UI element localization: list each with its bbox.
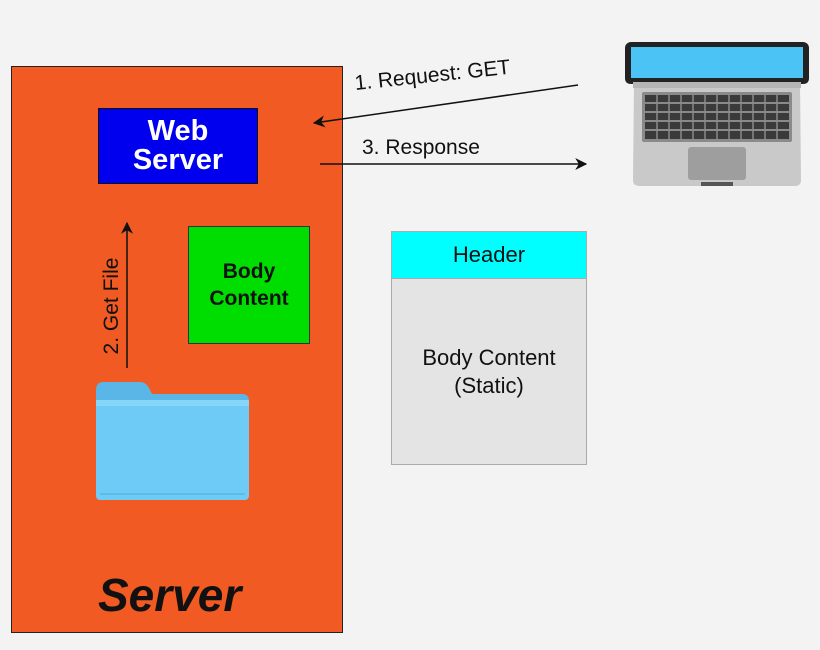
- request-arrow: [312, 84, 579, 128]
- page-header: Header: [391, 231, 587, 279]
- folder-icon: [96, 382, 249, 500]
- page-body-text: Body Content (Static): [391, 344, 587, 400]
- page-body-line1: Body Content: [422, 345, 556, 370]
- body-content-box: Body Content: [188, 226, 310, 344]
- web-server-label-line1: Web: [147, 115, 209, 147]
- body-content-label-line1: Body: [222, 260, 276, 283]
- web-server-box: Web Server: [98, 108, 258, 184]
- response-label: 3. Response: [362, 136, 480, 159]
- page-body-line2: (Static): [454, 373, 524, 398]
- body-content-label-line2: Content: [209, 287, 289, 310]
- server-label: Server: [98, 569, 242, 621]
- laptop-icon: [625, 42, 809, 186]
- web-server-label-line2: Server: [132, 144, 224, 176]
